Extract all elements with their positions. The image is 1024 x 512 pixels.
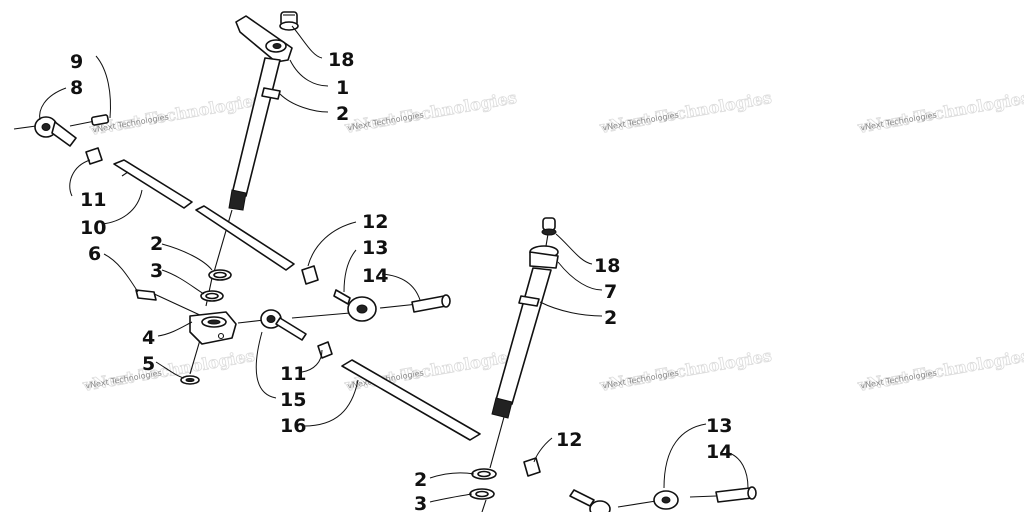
retaining-clip: [180, 375, 200, 385]
callout-1: 1: [336, 77, 349, 99]
callout-4: 4: [142, 327, 155, 349]
callout-12: 12: [362, 211, 388, 233]
post-shaft: [231, 57, 281, 197]
callout-2: 2: [150, 233, 163, 255]
callout-12: 12: [556, 429, 582, 451]
callout-2: 2: [604, 307, 617, 329]
watermark: vNext Technologies vNext Technologies: [855, 88, 1024, 138]
svg-text:vNext Technologies: vNext Technologies: [856, 346, 1024, 395]
callout-2: 2: [336, 103, 349, 125]
post-groove: [261, 87, 281, 100]
watermarks: vNext Technologies vNext Technologies vN…: [80, 88, 1024, 396]
watermark: vNext Technologies vNext Technologies: [87, 90, 263, 140]
callout-8: 8: [70, 77, 83, 99]
watermark: vNext Technologies vNext Technologies: [855, 346, 1024, 396]
watermark: vNext Technologies vNext Technologies: [342, 88, 518, 138]
callout-3: 3: [150, 260, 163, 282]
callout-11: 11: [280, 363, 306, 385]
callout-13: 13: [362, 237, 388, 259]
callout-10: 10: [80, 217, 106, 239]
callout-3: 3: [414, 493, 427, 512]
svg-text:vNext Technologies: vNext Technologies: [88, 90, 263, 139]
svg-text:vNext Technologies: vNext Technologies: [343, 88, 518, 137]
callout-9: 9: [70, 51, 83, 73]
post-lower-splines: [491, 397, 513, 419]
callout-6: 6: [88, 243, 101, 265]
callout-18: 18: [594, 255, 620, 277]
steering-post-lower: [491, 217, 559, 419]
steering-post-upper: [228, 15, 293, 211]
callout-15: 15: [280, 389, 306, 411]
callout-labels: 18 1 2 9 8 11 10 12 13 14 2 3 6 4 5 11 1…: [70, 49, 732, 512]
pivot-clamp: [135, 289, 237, 345]
lower-tie-rod: [260, 309, 757, 512]
svg-text:vNext Technologies: vNext Technologies: [856, 88, 1024, 137]
svg-text:vNext Technologies: vNext Technologies: [598, 88, 773, 137]
callout-16: 16: [280, 415, 306, 437]
post-lower-shaft: [495, 267, 552, 405]
callout-11: 11: [80, 189, 106, 211]
callout-7: 7: [604, 281, 617, 303]
callout-5: 5: [142, 353, 155, 375]
callout-14: 14: [362, 265, 388, 287]
washers-upper: [200, 269, 232, 302]
plug-cap-lower: [542, 217, 556, 231]
post-bushing: [529, 251, 559, 269]
post-splines: [228, 189, 247, 211]
plug-cap-upper: [279, 11, 299, 31]
washers-lower: [469, 468, 497, 500]
callout-18: 18: [328, 49, 354, 71]
svg-text:vNext Technologies: vNext Technologies: [598, 346, 773, 395]
callout-2: 2: [414, 469, 427, 491]
callout-13: 13: [706, 415, 732, 437]
watermark: vNext Technologies vNext Technologies: [597, 346, 773, 396]
post-lower-groove: [518, 295, 540, 307]
callout-14: 14: [706, 441, 732, 463]
leader-lines: [39, 25, 749, 503]
watermark: vNext Technologies vNext Technologies: [597, 88, 773, 138]
